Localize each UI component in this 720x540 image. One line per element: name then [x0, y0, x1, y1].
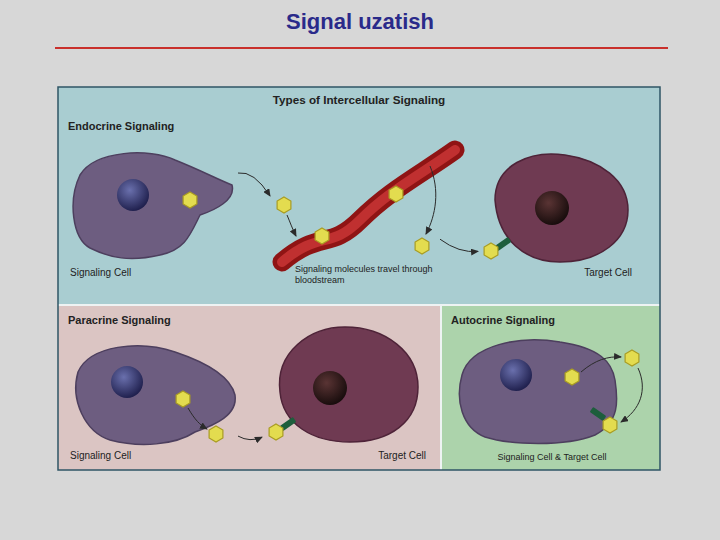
signal-arrow [440, 239, 478, 251]
signaling-cell [459, 340, 616, 444]
node-outline [478, 145, 640, 285]
endocrine-ground [58, 87, 660, 470]
nucleus [111, 366, 143, 398]
cell-label: Target Cell [378, 450, 426, 462]
nucleus [313, 371, 347, 405]
paracrine-panel: Paracrine SignalingSignaling Cell Target … [58, 305, 441, 470]
nucleus [117, 179, 149, 211]
diagram-panel: Types of Intercellular SignalingEndocrin… [58, 87, 660, 470]
panel-divider [440, 305, 442, 470]
signal-molecule [209, 426, 223, 442]
cell-label: Target Cell [584, 267, 632, 279]
cell-label: Signaling Cell & Target Cell [448, 452, 656, 463]
blood-vessel-sheen [282, 150, 455, 262]
panel-frame [58, 87, 660, 470]
endocrine-panel: Endocrine SignalingSignaling Cell Signali… [58, 106, 660, 305]
signal-arrow [238, 173, 270, 196]
target-cell-node: Target Cell [478, 145, 640, 285]
signal-molecule [415, 238, 429, 254]
signal-molecule [484, 243, 498, 259]
flow-arrow [581, 357, 621, 372]
signal-molecule [269, 424, 283, 440]
vessel-caption: Signaling molecules travel through blood… [295, 264, 440, 286]
signaling-cell-node: Signaling Cell [66, 330, 238, 466]
panel-title: Types of Intercellular Signaling [58, 93, 660, 107]
signaling-cell [73, 153, 232, 259]
slide-title: Signal uzatish [0, 9, 720, 35]
signal-molecule [565, 369, 579, 385]
signal-molecule [603, 417, 617, 433]
blood-vessel [282, 150, 455, 262]
signal-molecule [277, 197, 291, 213]
signal-molecule [315, 228, 329, 244]
target-cell [495, 154, 628, 262]
node-outline [262, 322, 432, 466]
autocrine-cell-node: Signaling Cell & Target Cell [448, 325, 656, 466]
section-heading: Autocrine Signaling [451, 314, 555, 327]
signal-molecule [389, 186, 403, 202]
node-outline [66, 145, 238, 285]
flow-arrow [621, 368, 642, 422]
title-rule [55, 47, 668, 49]
paracrine-ground [58, 305, 441, 470]
flow-arrow [426, 166, 436, 234]
section-heading: Endocrine Signaling [68, 120, 174, 133]
target-cell-node: Target Cell [262, 322, 432, 466]
section-heading: Paracrine Signaling [68, 314, 171, 327]
cell-label: Signaling Cell [70, 450, 131, 462]
signal-molecule [625, 350, 639, 366]
nucleus [535, 191, 569, 225]
node-outline [66, 330, 238, 466]
bloodstream-node: Signaling molecules travel through blood… [270, 140, 440, 300]
signal-molecule [183, 192, 197, 208]
autocrine-panel: Autocrine SignalingSignaling Cell & Targ… [441, 305, 660, 470]
receptor [590, 407, 607, 421]
signaling-cell-node: Signaling Cell [66, 145, 238, 285]
signal-arrow [238, 436, 262, 440]
signaling-cell [76, 346, 235, 445]
node-outline [448, 325, 656, 466]
flow-arrow [287, 215, 296, 236]
autocrine-ground [441, 305, 660, 470]
target-cell [280, 327, 418, 442]
flow-arrow [188, 408, 207, 429]
panel-divider [58, 304, 660, 306]
cell-label: Signaling Cell [70, 267, 131, 279]
nucleus [500, 359, 532, 391]
signal-molecule [176, 391, 190, 407]
